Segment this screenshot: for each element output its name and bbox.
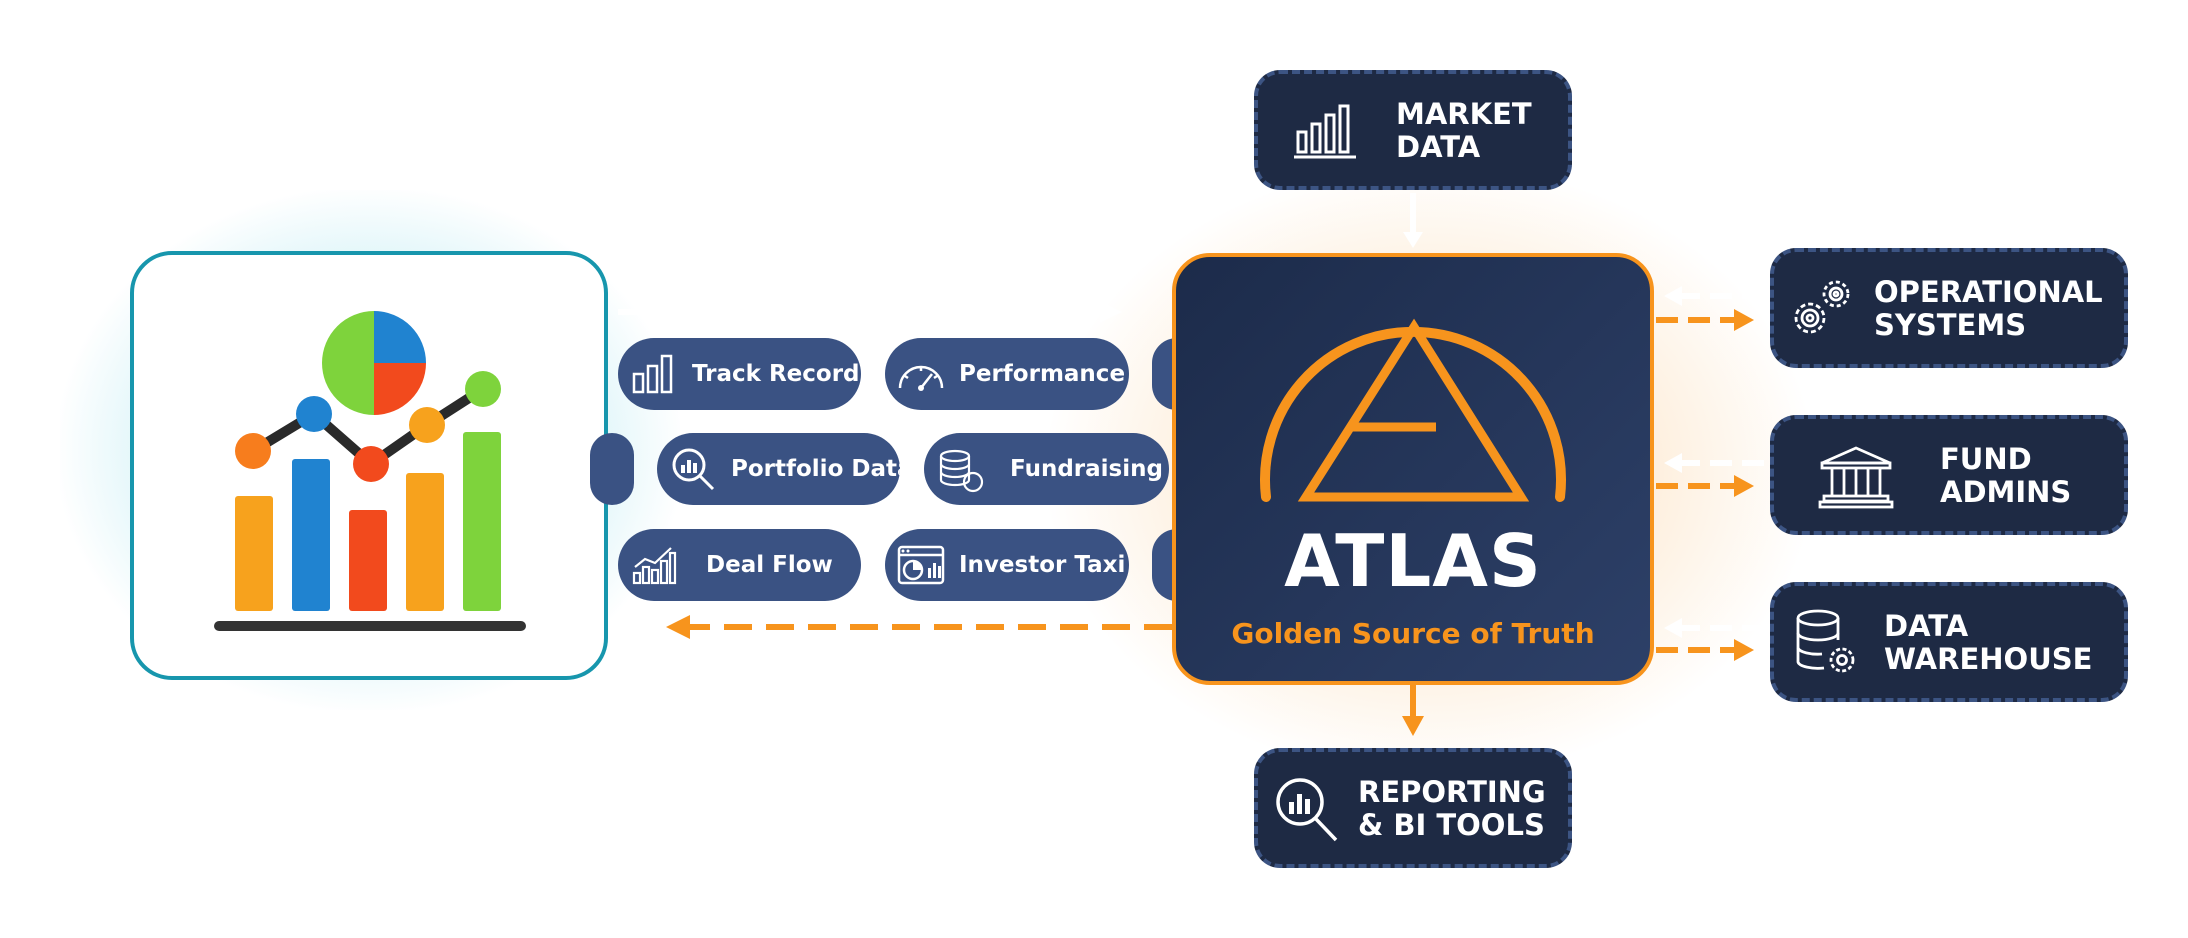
pill-label: Track Record — [692, 361, 860, 387]
fund-admins-arrows — [1656, 453, 1764, 497]
atlas-title: ATLAS — [1284, 519, 1542, 603]
operational-line1: OPERATIONAL — [1874, 275, 2103, 309]
operational-arrows — [1656, 286, 1764, 331]
pill-investor-taxi[interactable]: Investor Taxi — [885, 529, 1129, 601]
atlas-logo-icon — [1260, 318, 1566, 502]
market-data-box[interactable]: MARKET DATA — [1254, 70, 1572, 190]
reporting-arrow — [1402, 685, 1424, 736]
pill-deal-flow[interactable]: Deal Flow — [618, 529, 861, 601]
reporting-line1: REPORTING — [1358, 775, 1546, 809]
fund-admins-box[interactable]: FUND ADMINS — [1770, 415, 2128, 535]
search-chart-icon — [1272, 774, 1342, 846]
dashboard-window-icon — [893, 537, 949, 593]
warehouse-line1: DATA — [1884, 609, 1969, 643]
speedometer-icon — [893, 346, 949, 402]
signal-bars-icon — [1294, 102, 1356, 160]
reporting-line2: & BI TOOLS — [1358, 808, 1545, 842]
coins-icon — [932, 441, 988, 497]
pill-label: Portfolio Data — [731, 456, 900, 482]
data-warehouse-box[interactable]: DATA WAREHOUSE — [1770, 582, 2128, 702]
analytics-dashboard-icon — [214, 311, 526, 631]
market-data-line2: DATA — [1396, 130, 1481, 164]
database-gear-icon — [1794, 608, 1862, 678]
pill-label: Performance — [959, 361, 1126, 387]
magnifier-chart-icon — [665, 441, 721, 497]
pill-label: Investor Taxi — [959, 552, 1126, 578]
atlas-subtitle: Golden Source of Truth — [1231, 617, 1595, 650]
analytics-card — [130, 251, 608, 680]
atlas-hub[interactable]: ATLAS Golden Source of Truth — [1172, 253, 1654, 685]
pill-label: Fundraising — [1010, 456, 1163, 482]
market-data-line1: MARKET — [1396, 97, 1532, 131]
operational-systems-box[interactable]: OPERATIONAL SYSTEMS — [1770, 248, 2128, 368]
market-data-arrow — [1403, 193, 1423, 248]
fund-admins-line2: ADMINS — [1940, 475, 2072, 509]
growth-chart-icon — [626, 537, 682, 593]
pill-fundraising[interactable]: Fundraising — [924, 433, 1169, 505]
output-arrow — [666, 615, 1172, 639]
pill-track-record[interactable]: Track Record — [618, 338, 861, 410]
bank-icon — [1818, 445, 1894, 509]
bar-chart-icon — [626, 346, 682, 402]
warehouse-line2: WAREHOUSE — [1884, 642, 2093, 676]
ingest-arrow — [618, 301, 1122, 323]
fund-admins-line1: FUND — [1940, 442, 2032, 476]
pill-performance[interactable]: Performance — [885, 338, 1129, 410]
pill-stub-left — [590, 433, 634, 505]
gears-icon — [1786, 274, 1858, 344]
reporting-bi-box[interactable]: REPORTING & BI TOOLS — [1254, 748, 1572, 868]
pill-label: Deal Flow — [706, 552, 833, 578]
operational-line2: SYSTEMS — [1874, 308, 2027, 342]
pill-portfolio-data[interactable]: Portfolio Data — [657, 433, 900, 505]
warehouse-arrows — [1656, 618, 1764, 661]
